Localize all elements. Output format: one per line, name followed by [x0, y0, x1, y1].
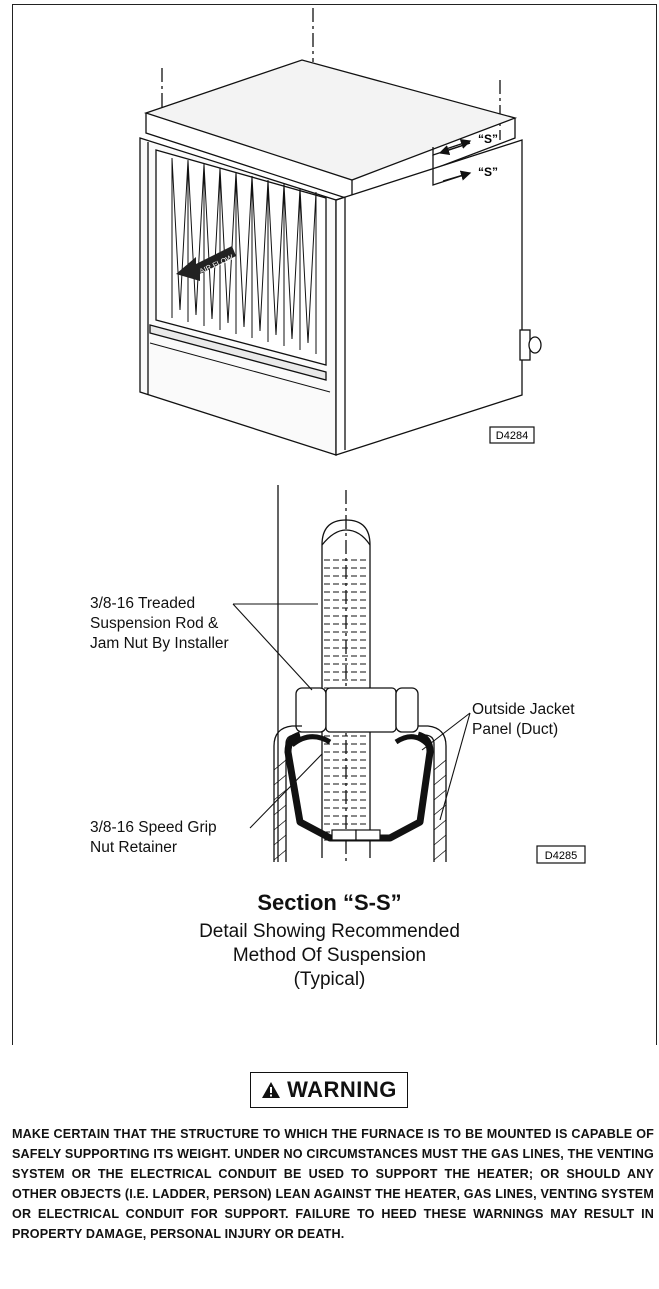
- caption-line3: (Typical): [293, 969, 366, 990]
- jam-nut: [295, 687, 419, 733]
- rod-threads: [324, 559, 368, 841]
- nut-callout-line2: Nut Retainer: [90, 839, 178, 856]
- caption-line1: Detail Showing Recommended: [199, 921, 460, 942]
- warning-triangle-icon: [262, 1082, 281, 1098]
- drawing-number-d4285: D4285: [545, 850, 577, 862]
- section-caption: Detail Showing Recommended Method Of Sus…: [0, 920, 659, 992]
- jacket-callout: Outside Jacket Panel (Duct): [472, 700, 575, 740]
- caption-line2: Method Of Suspension: [232, 945, 427, 966]
- nut-callout: 3/8-16 Speed Grip Nut Retainer: [90, 818, 217, 858]
- section-marker-1: “S”: [478, 132, 498, 146]
- section-marker-2: “S”: [478, 165, 498, 179]
- rod-callout: 3/8-16 Treaded Suspension Rod & Jam Nut …: [90, 594, 229, 654]
- section-title: Section “S-S”: [257, 890, 402, 915]
- warning-label: WARNING: [287, 1077, 397, 1102]
- callout-leaders: [232, 603, 471, 829]
- louver-blades: [171, 157, 317, 354]
- rod-callout-line3: Jam Nut By Installer: [90, 635, 229, 652]
- heater-isometric-drawing: AIR FLOW “S” “S” D4284: [139, 8, 542, 456]
- rod-callout-line1: 3/8-16 Treaded: [90, 595, 196, 612]
- suspension-section-drawing: D4285: [232, 485, 586, 865]
- page-frame: [12, 4, 657, 1045]
- jacket-callout-line2: Panel (Duct): [472, 721, 559, 738]
- warning-text: MAKE CERTAIN THAT THE STRUCTURE TO WHICH…: [12, 1127, 654, 1241]
- jacket-panel-walls: [273, 725, 447, 862]
- warning-header: WARNING: [250, 1072, 408, 1108]
- drawing-number-d4284: D4284: [496, 430, 528, 442]
- side-jacket: [335, 139, 523, 456]
- rod-callout-line2: Suspension Rod &: [90, 615, 219, 632]
- jacket-callout-line1: Outside Jacket: [472, 701, 575, 718]
- nut-callout-line1: 3/8-16 Speed Grip: [90, 819, 217, 836]
